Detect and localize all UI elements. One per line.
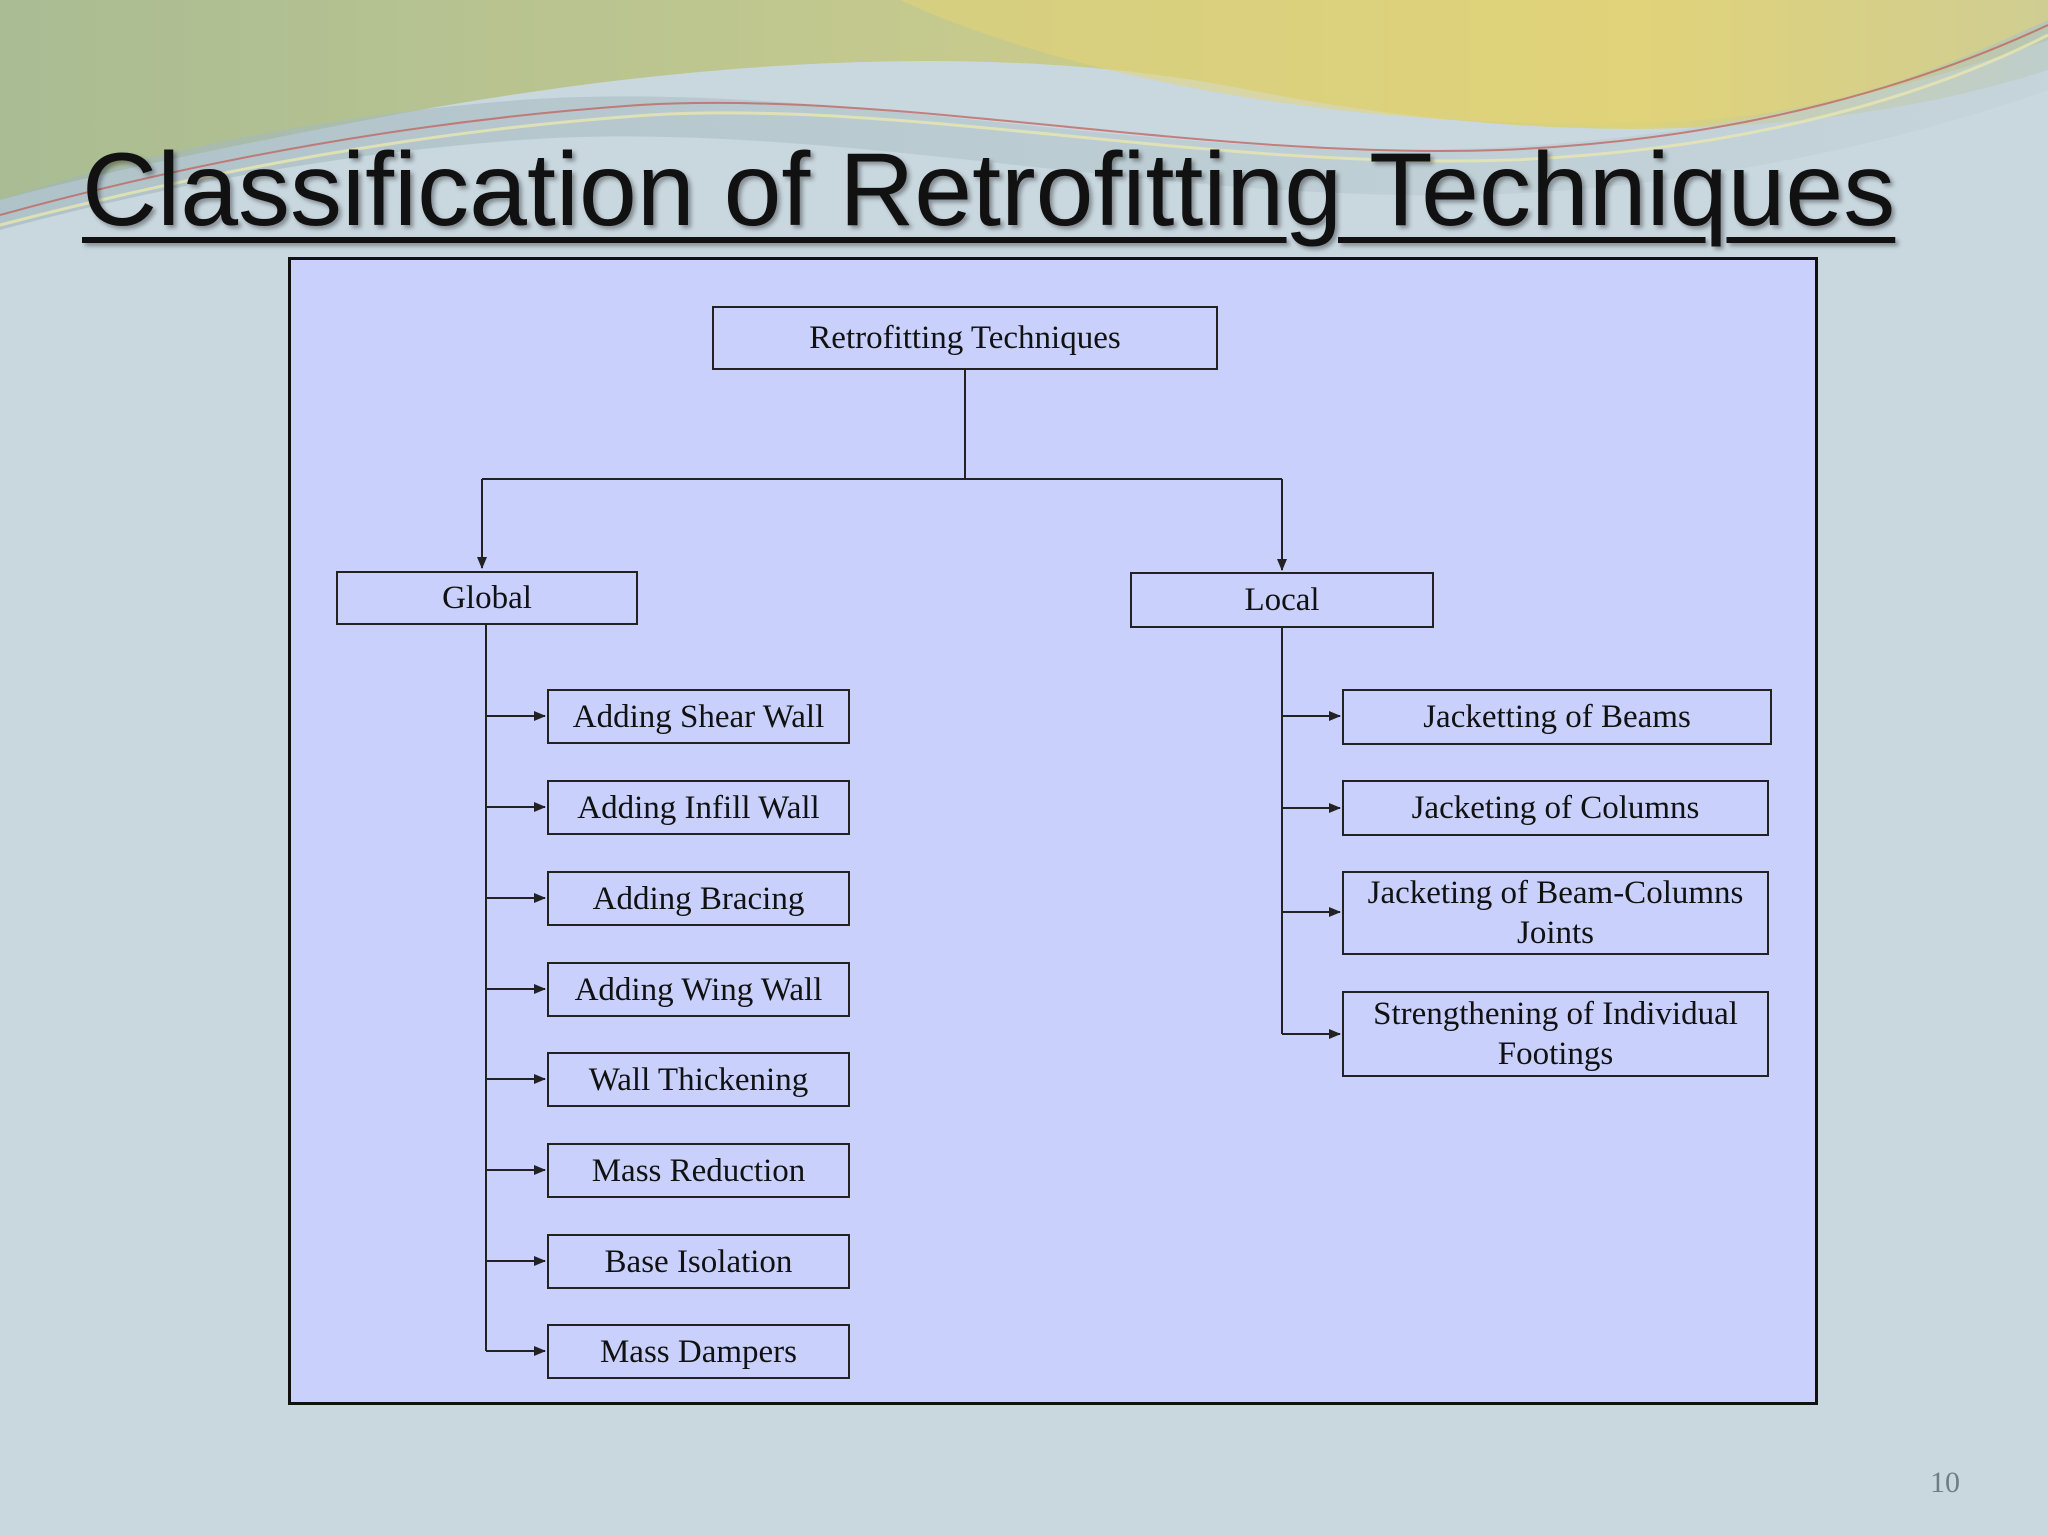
slide-title: Classification of Retrofitting Technique…: [82, 132, 1896, 248]
node-label: Adding Shear Wall: [572, 698, 825, 735]
node-label: Jacketing of Beam-Columns Joints: [1367, 875, 1744, 951]
node-global-item: Adding Wing Wall: [547, 962, 850, 1017]
node-local-item: Jacketing of Columns: [1342, 780, 1769, 836]
node-global-item: Adding Shear Wall: [547, 689, 850, 744]
node-label: Adding Bracing: [592, 880, 805, 917]
node-global-item: Mass Dampers: [547, 1324, 850, 1379]
node-local: Local: [1130, 572, 1434, 628]
node-label: Adding Infill Wall: [577, 789, 820, 826]
node-retrofitting-techniques: Retrofitting Techniques: [712, 306, 1218, 370]
node-label: Global: [442, 580, 532, 616]
node-label: Base Isolation: [604, 1243, 793, 1280]
node-global: Global: [336, 571, 638, 625]
node-global-item: Adding Bracing: [547, 871, 850, 926]
node-label: Adding Wing Wall: [574, 971, 823, 1008]
node-label: Jacketting of Beams: [1423, 699, 1691, 735]
node-label: Wall Thickening: [588, 1061, 809, 1098]
node-label: Strengthening of Individual Footings: [1373, 996, 1738, 1072]
page-number: 10: [1930, 1466, 1960, 1499]
node-label: Retrofitting Techniques: [809, 320, 1121, 356]
node-global-item: Base Isolation: [547, 1234, 850, 1289]
node-local-item: Jacketing of Beam-Columns Joints: [1342, 871, 1769, 955]
node-label: Mass Dampers: [599, 1333, 798, 1370]
node-global-item: Wall Thickening: [547, 1052, 850, 1107]
node-label: Local: [1244, 582, 1320, 618]
node-global-item: Adding Infill Wall: [547, 780, 850, 835]
node-global-item: Mass Reduction: [547, 1143, 850, 1198]
node-label: Mass Reduction: [591, 1152, 806, 1189]
node-local-item: Strengthening of Individual Footings: [1342, 991, 1769, 1077]
node-label: Jacketing of Columns: [1411, 790, 1700, 826]
node-local-item: Jacketting of Beams: [1342, 689, 1772, 745]
